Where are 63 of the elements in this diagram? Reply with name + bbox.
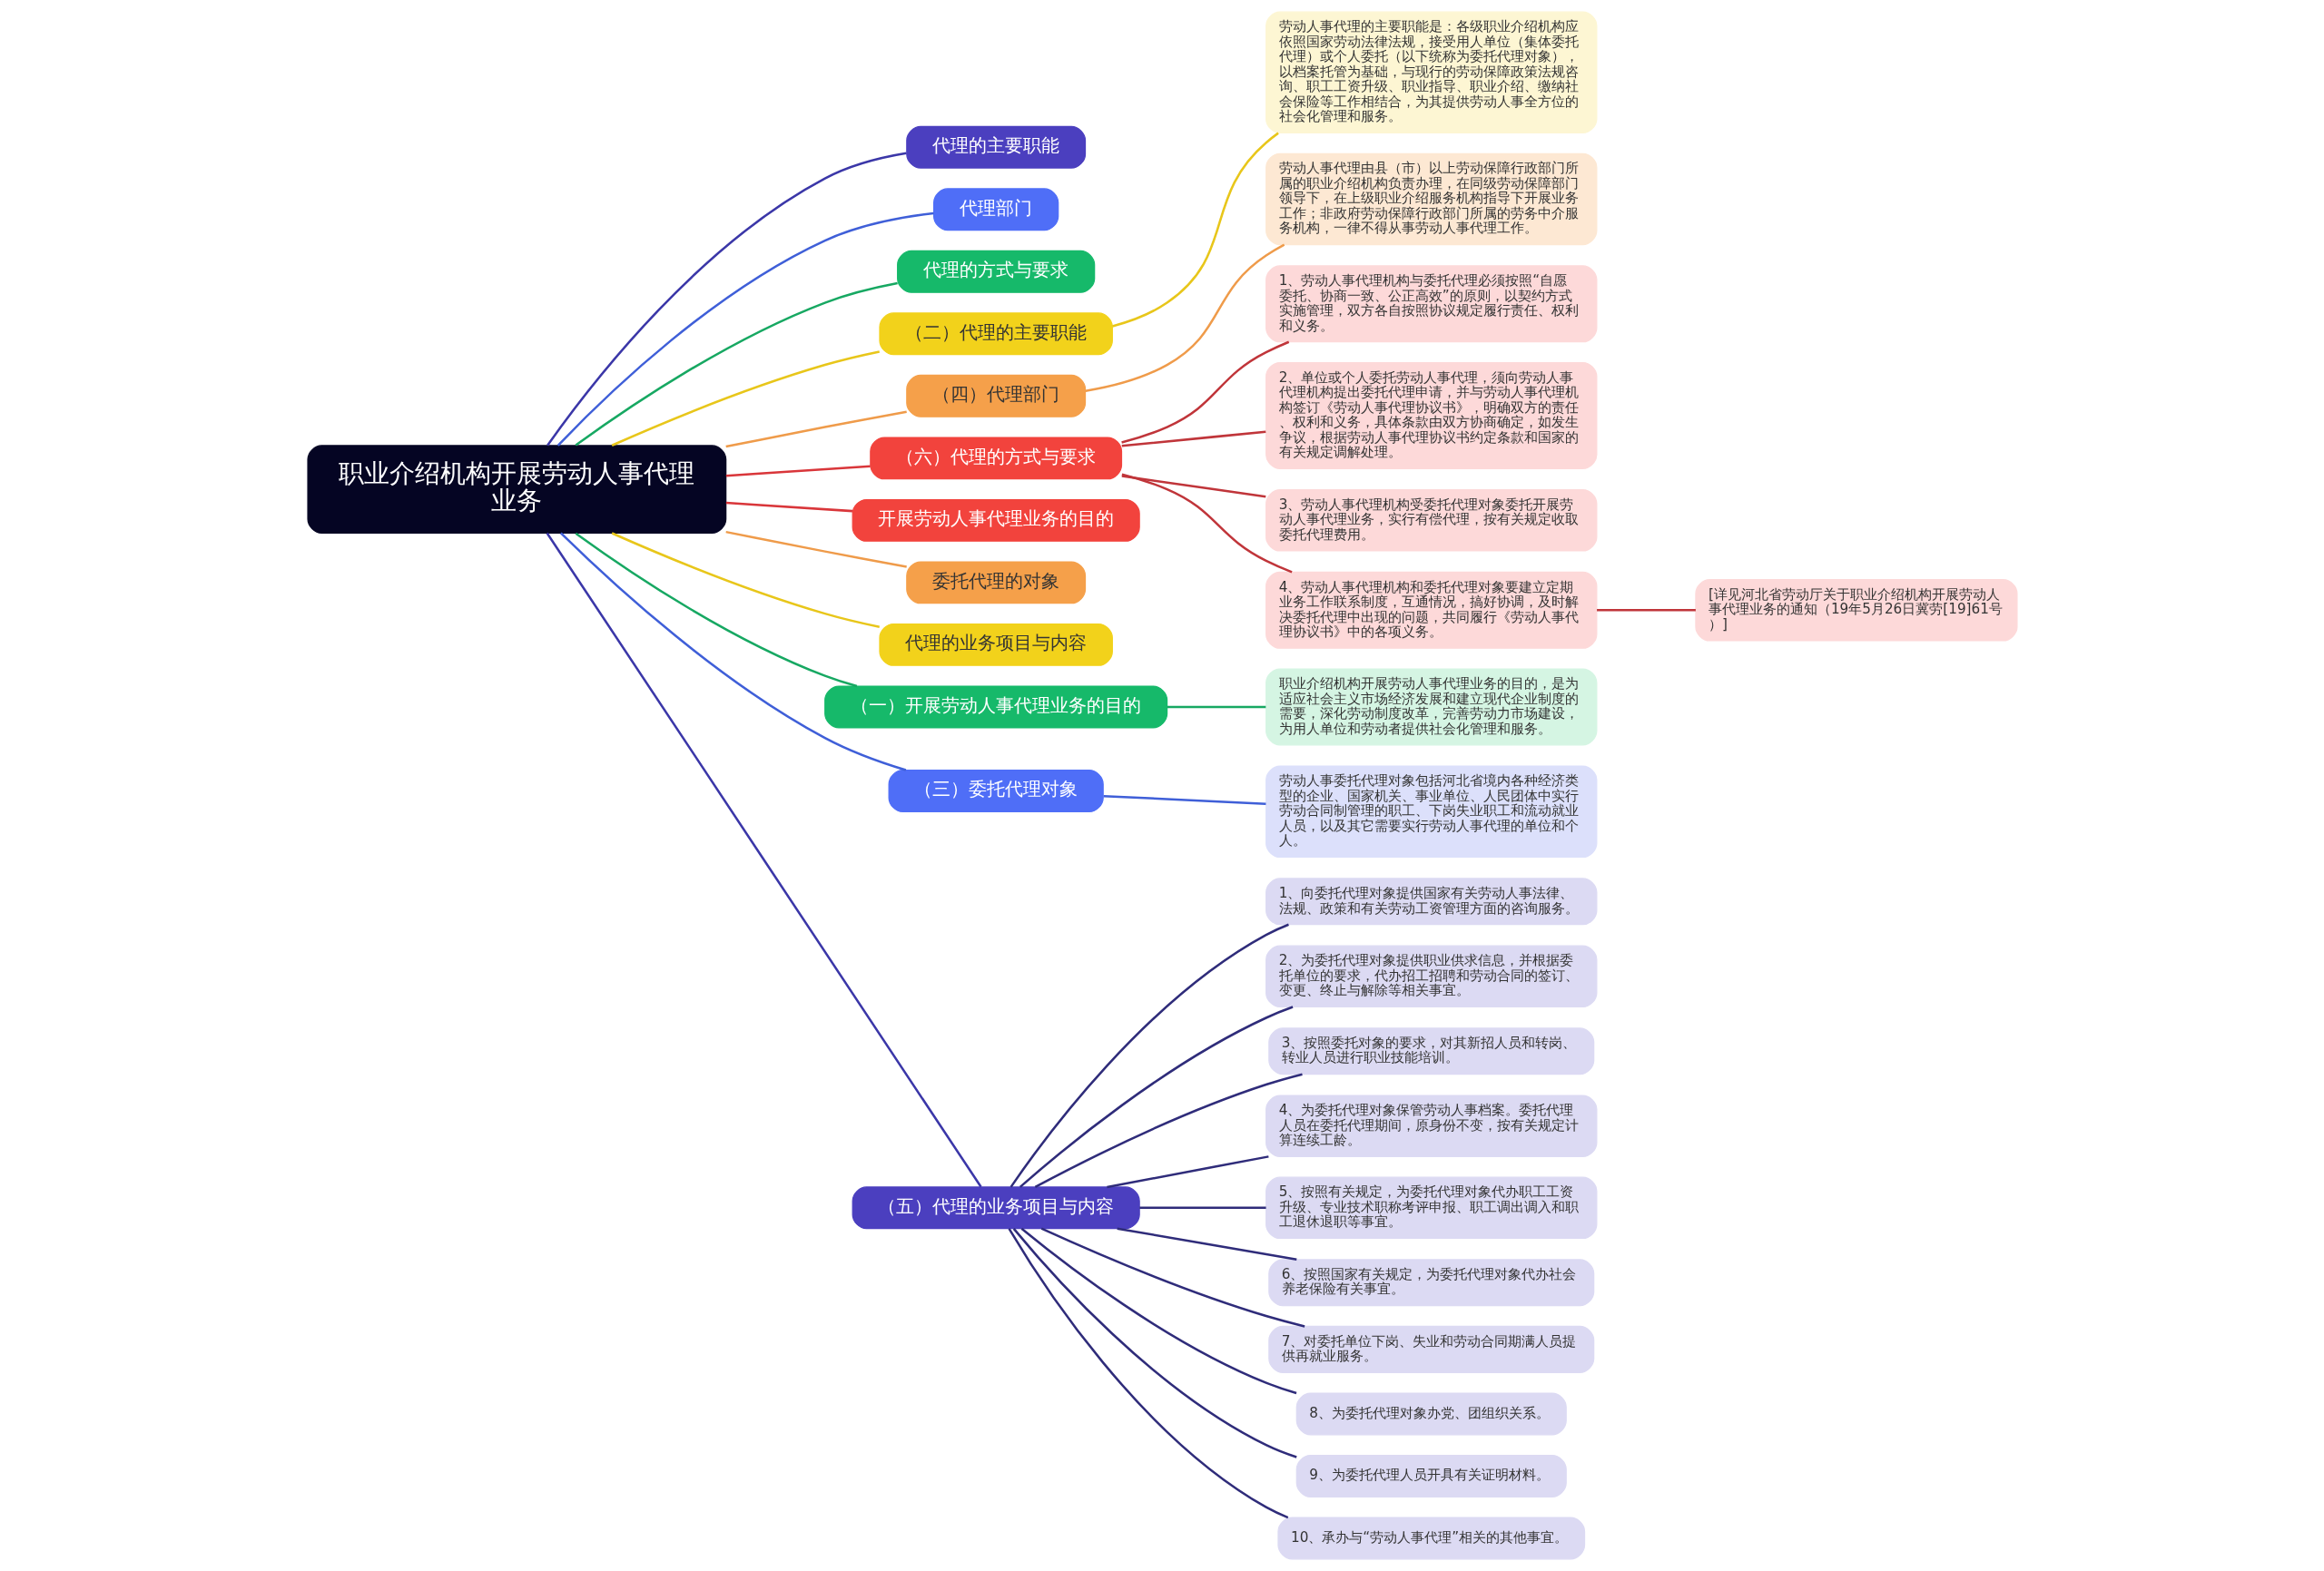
connector xyxy=(1106,1155,1269,1189)
node-box: 1、劳动人事代理机构与委托代理必须按照“自愿委托、协商一致、公正高效”的原则，以契约方式实施管理，双方各自按照协议规定履行责任、权利和义务。 xyxy=(1265,265,1597,343)
node-box: 5、按照有关规定，为委托代理对象代办职工工资升级、专业技术职称考评申报、职工调出调入和职工退休退职等事宜。 xyxy=(1265,1176,1597,1240)
connector xyxy=(1012,1228,1297,1458)
node-box: 代理部门 xyxy=(932,188,1059,231)
node-box: （六）代理的方式与要求 xyxy=(869,437,1122,480)
node-box: 代理的主要职能 xyxy=(905,125,1086,169)
connector xyxy=(725,501,852,513)
node-box: 4、劳动人事代理机构和委托代理对象要建立定期业务工作联系制度，互通情况，搞好协调，及时解决委托代理中出现的问题，共同履行《劳动人事代理协议书》中的各项义务。 xyxy=(1265,571,1597,649)
node-box: 2、单位或个人委托劳动人事代理，须向劳动人事代理机构提出委托代理申请，并与劳动人事代理机构签订《劳动人事代理协议书》，明确双方的责任、权利和义务，具体条款由双方协商确定，如发生争议，根据劳动人事代理协议书约定条款和国家的有关规定调解处理。 xyxy=(1265,361,1597,469)
node-box: 代理的业务项目与内容 xyxy=(878,623,1113,666)
node-box: 职业介绍机构开展劳动人事代理业务 xyxy=(306,445,726,534)
node-box: 劳动人事委托代理对象包括河北省境内各种经济类型的企业、国家机关、事业单位、人民团体中实行劳动合同制管理的职工、下岗失业职工和流动就业人员，以及其它需要实行劳动人事代理的单位和个人。 xyxy=(1265,765,1597,859)
connector xyxy=(1121,475,1265,498)
connector xyxy=(1020,1227,1296,1395)
node-box: 3、劳动人事代理机构受委托代理对象委托开展劳动人事代理业务，实行有偿代理，按有关规定收取委托代理费用。 xyxy=(1265,489,1597,552)
node-box: 7、对委托单位下岗、失业和劳动合同期满人员提供再就业服务。 xyxy=(1267,1325,1594,1373)
connector xyxy=(1019,1006,1293,1188)
connector xyxy=(611,532,880,628)
node-box: （三）委托代理对象 xyxy=(888,770,1104,812)
connector xyxy=(1121,473,1293,574)
node-box: （四）代理部门 xyxy=(905,374,1086,417)
connector xyxy=(1040,1227,1305,1328)
connector xyxy=(611,350,880,447)
connector xyxy=(546,152,907,447)
connector xyxy=(556,211,934,447)
node-box: 职业介绍机构开展劳动人事代理业务的目的，是为适应社会主义市场经济发展和建立现代企业制度的需要，深化劳动制度改革，完善劳动力市场建设，为用人单位和劳动者提供社会化管理和服务。 xyxy=(1265,668,1597,746)
node-box: 9、为委托代理人员开具有关证明材料。 xyxy=(1295,1454,1567,1497)
connector xyxy=(1116,1227,1296,1262)
connector xyxy=(724,530,907,568)
connector xyxy=(1009,923,1289,1188)
node-box: 开展劳动人事代理业务的目的 xyxy=(852,498,1140,542)
connector xyxy=(546,532,982,1188)
connector xyxy=(559,532,906,771)
node-box: 代理的方式与要求 xyxy=(896,250,1095,293)
connector xyxy=(1103,794,1265,805)
connector xyxy=(1596,609,1696,612)
connector xyxy=(724,410,907,448)
node-box: 6、按照国家有关规定，为委托代理对象代办社会养老保险有关事宜。 xyxy=(1267,1259,1594,1307)
node-box: 1、向委托代理对象提供国家有关劳动人事法律、法规、政策和有关劳动工资管理方面的咨询服务。 xyxy=(1265,878,1597,926)
connector xyxy=(1008,1228,1288,1519)
node-box: 4、为委托代理对象保管劳动人事档案。委托代理人员在委托代理期间，原身份不变，按有关规定计算连续工龄。 xyxy=(1265,1095,1597,1157)
connector xyxy=(575,281,898,447)
node-box: 2、为委托代理对象提供职业供求信息，并根据委托单位的要求，代办招工招聘和劳动合同的签订、变更、终止与解除等相关事宜。 xyxy=(1265,945,1597,1008)
connector xyxy=(1138,1206,1266,1210)
node-box: 劳动人事代理的主要职能是：各级职业介绍机构应依照国家劳动法律法规，接受用人单位（集体委托代理）或个人委托（以下统称为委托代理对象），以档案托管为基础，与现行的劳动保障政策法规咨询、职工工资升级、职业指导、职业介绍、缴纳社会保险等工作相结合，为其提供劳动人事全方位的社会化管理和服务。 xyxy=(1265,11,1597,134)
node-box: （五）代理的业务项目与内容 xyxy=(852,1186,1140,1230)
node-box: 10、承办与“劳动人事代理”相关的其他事宜。 xyxy=(1276,1517,1585,1560)
connector xyxy=(725,465,871,477)
connector xyxy=(1167,705,1265,709)
node-box: （一）开展劳动人事代理业务的目的 xyxy=(823,685,1167,729)
node-box: （二）代理的主要职能 xyxy=(878,312,1113,356)
connector xyxy=(1121,430,1265,447)
node-box: 委托代理的对象 xyxy=(905,561,1086,604)
node-box: 劳动人事代理由县（市）以上劳动保障行政部门所属的职业介绍机构负责办理，在同级劳动保障部门领导下，在上级职业介绍服务机构指导下开展业务工作；非政府劳动保障行政部门所属的劳务中介服务机构，一律不得从事劳动人事代理工作。 xyxy=(1265,152,1597,246)
connector xyxy=(1034,1073,1303,1188)
node-box: 3、按照委托对象的要求，对其新招人员和转岗、转业人员进行职业技能培训。 xyxy=(1267,1027,1594,1075)
node-box: 8、为委托代理对象办党、团组织关系。 xyxy=(1295,1392,1567,1436)
node-box: [详见河北省劳动厅关于职业介绍机构开展劳动人事代理业务的通知（19年5月26日冀劳[19]61号）] xyxy=(1694,579,2018,642)
connector xyxy=(1085,243,1285,392)
connector xyxy=(1120,340,1289,444)
connector xyxy=(1111,132,1279,328)
connector xyxy=(575,532,857,688)
